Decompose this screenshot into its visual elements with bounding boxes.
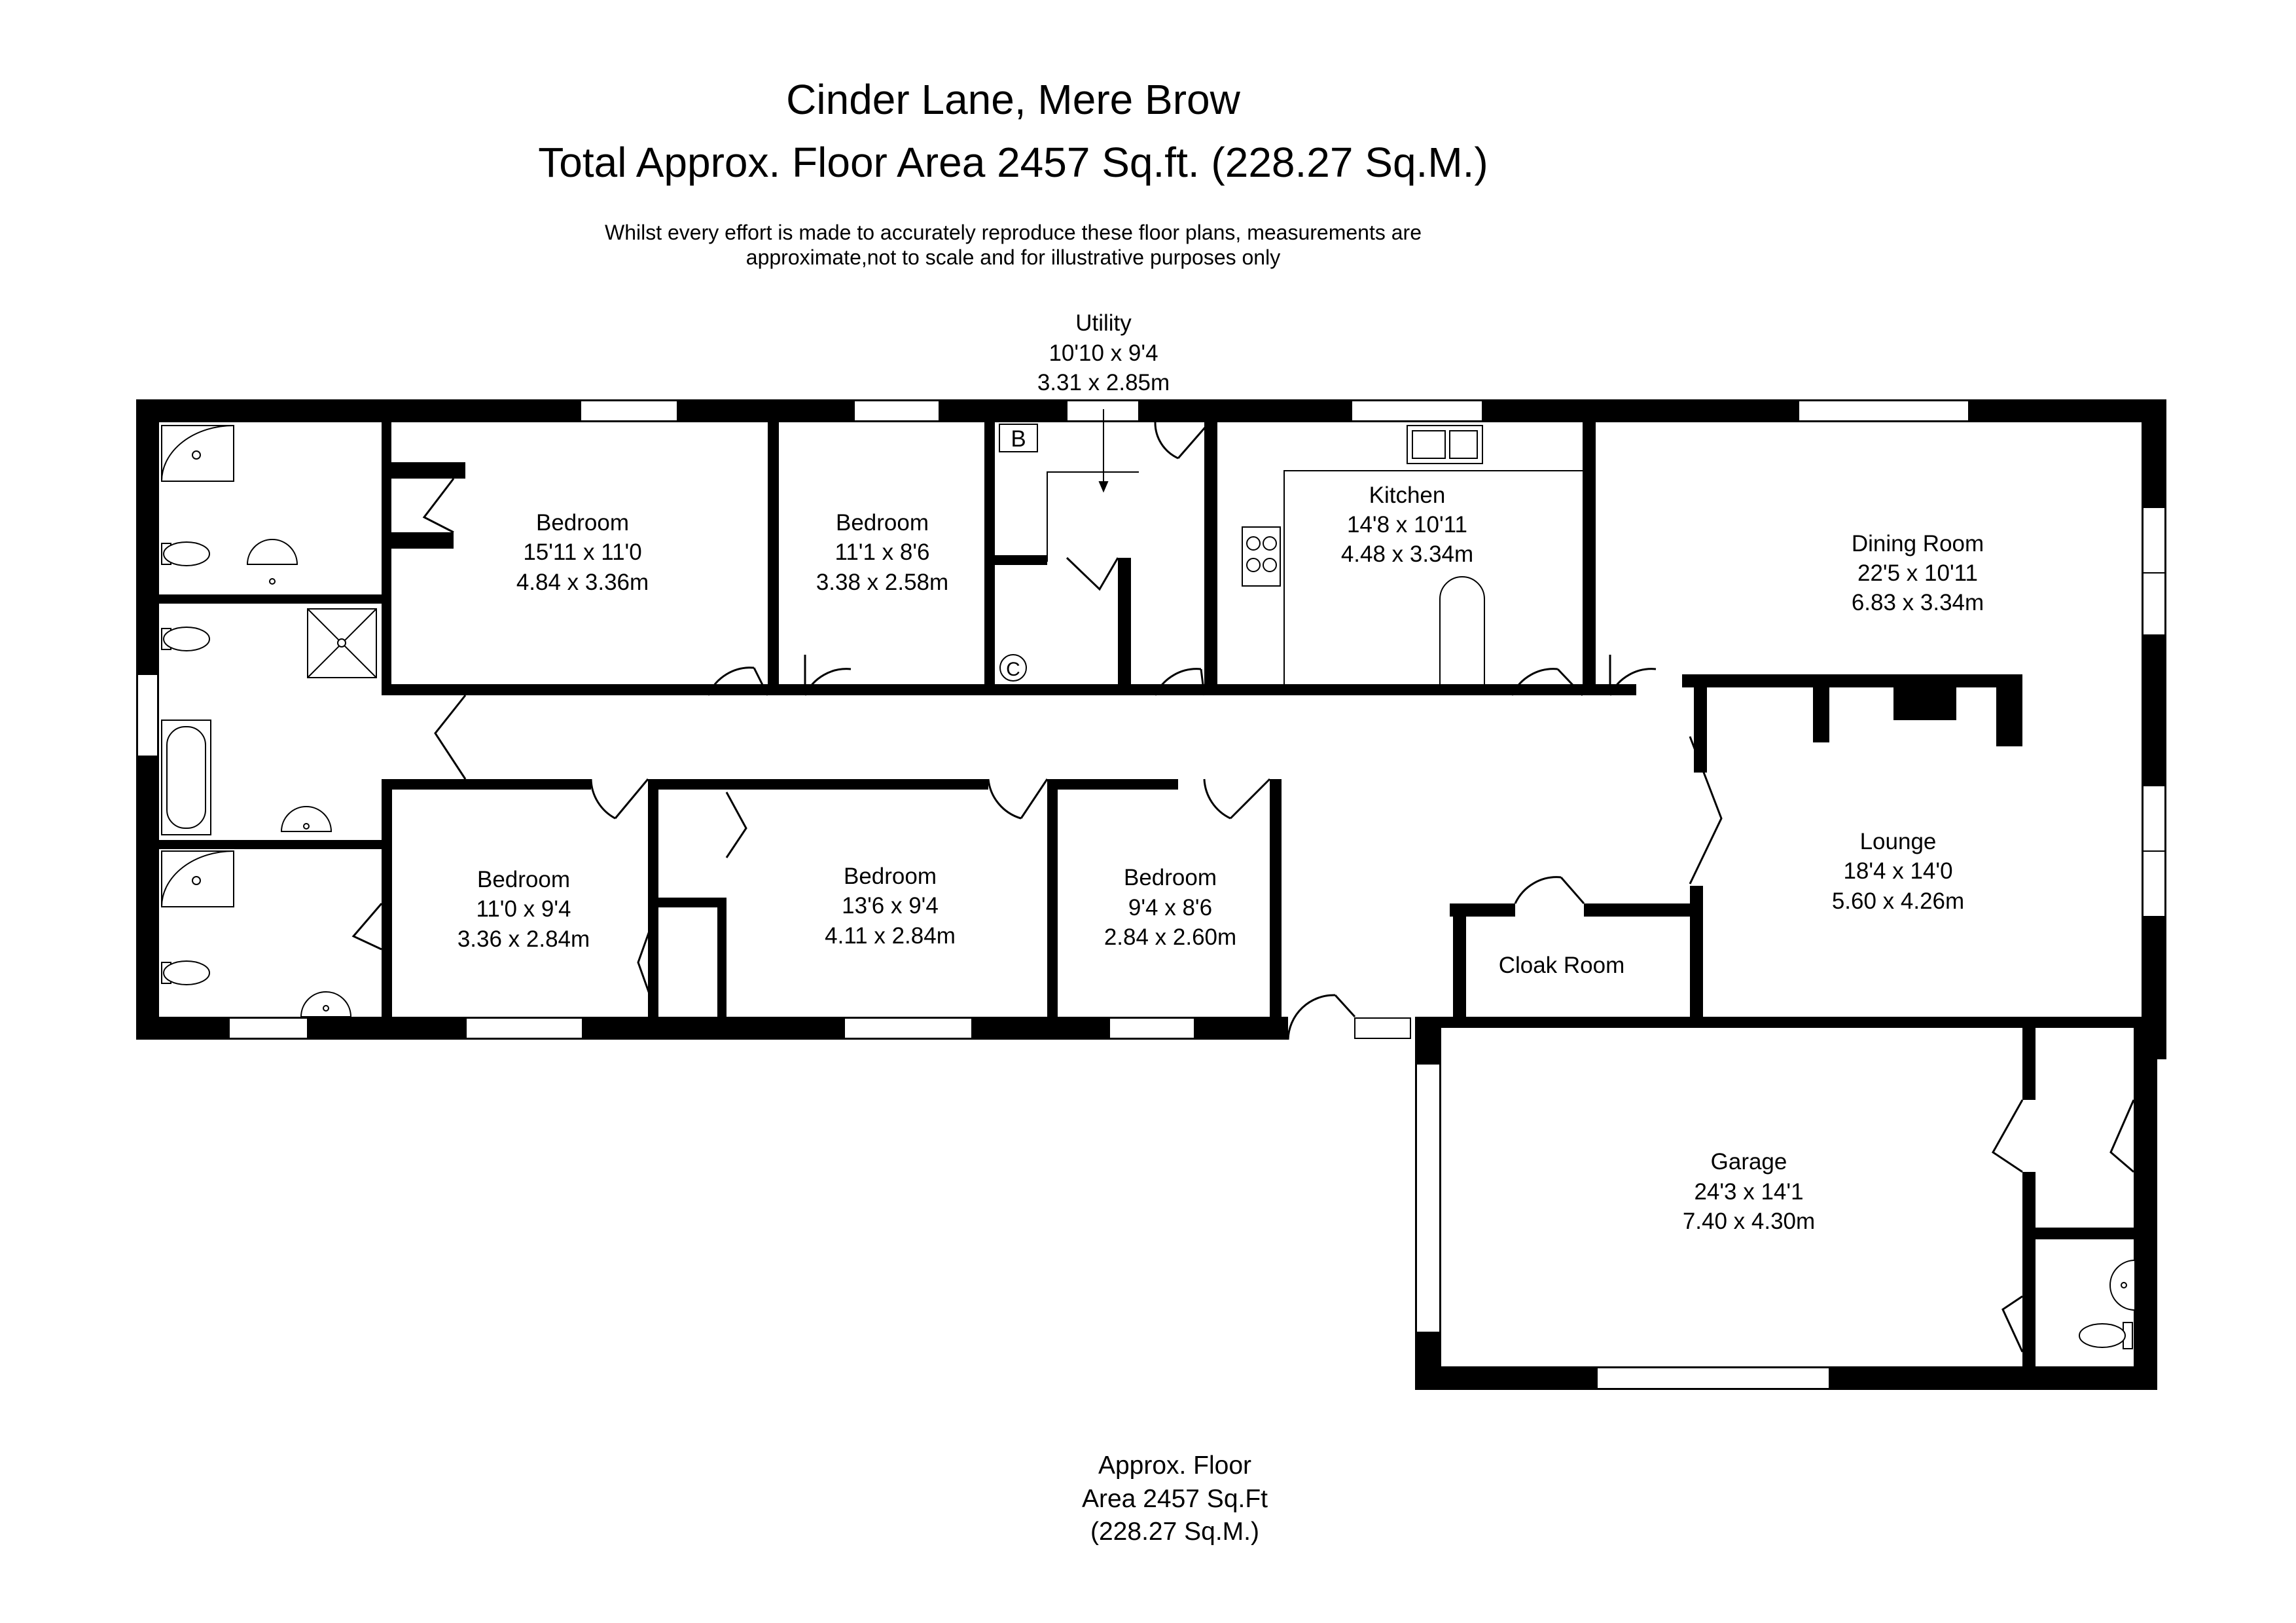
bedroom-4-metric: 4.11 x 2.84m [825,923,956,949]
fixtures [161,424,2136,1349]
shower-tray-icon [307,608,377,678]
utility-arrow [1098,409,1109,493]
footer-floor-area: Approx. Floor Area 2457 Sq.Ft (228.27 Sq… [1082,1450,1268,1549]
utility-imperial: 10'10 x 9'4 [1049,340,1158,366]
boiler-label: B [1011,426,1026,452]
footer-line-3: (228.27 Sq.M.) [1090,1518,1259,1546]
garage-metric: 7.40 x 4.30m [1683,1209,1815,1234]
toilet-icon [2079,1322,2133,1349]
lounge-imperial: 18'4 x 14'0 [1843,858,1952,884]
cupboard-marker [999,654,1027,682]
bedroom-3-imperial: 11'0 x 9'4 [476,896,571,922]
disclaimer: Whilst every effort is made to accuratel… [605,220,1422,270]
bedroom-4-name: Bedroom [844,864,937,889]
room-labels: Utility 10'10 x 9'4 3.31 x 2.85m Bedroom… [457,310,1984,1234]
shower-tray-icon [161,425,234,482]
toilet-icon [161,627,210,651]
shower-tray-icon [161,850,234,907]
kitchen-name: Kitchen [1369,483,1446,508]
walls [136,399,2166,1390]
toilet-icon [161,960,210,985]
bedroom-4-imperial: 13'6 x 9'4 [842,893,939,919]
bath-icon [161,720,211,835]
garage-imperial: 24'3 x 14'1 [1694,1179,1803,1205]
utility-metric: 3.31 x 2.85m [1037,370,1170,395]
bedroom-2-imperial: 11'1 x 8'6 [834,539,929,565]
lounge-name: Lounge [1860,829,1937,854]
bedroom-5-imperial: 9'4 x 8'6 [1128,895,1212,921]
bedroom-1-name: Bedroom [536,510,629,536]
bedroom-2-metric: 3.38 x 2.58m [816,570,948,595]
toilet-icon [161,541,210,566]
windows [137,400,2166,1389]
worktop-outlines [1047,470,1587,686]
dining-room-imperial: 22'5 x 10'11 [1857,560,1978,586]
basin-icon [300,991,352,1017]
bedroom-3-metric: 3.36 x 2.84m [457,926,590,952]
plan-title: Cinder Lane, Mere Brow [786,76,1240,123]
lounge-metric: 5.60 x 4.26m [1832,888,1964,914]
kitchen-metric: 4.48 x 3.34m [1341,541,1473,567]
hob-icon [1242,526,1281,587]
basin-icon [246,539,298,585]
bedroom-1-metric: 4.84 x 3.36m [516,570,649,595]
disclaimer-line-1: Whilst every effort is made to accuratel… [605,221,1422,244]
cupboard-label: C [1006,659,1020,680]
basin-icon [2109,1259,2136,1311]
dining-room-name: Dining Room [1852,531,1984,556]
bedroom-2-name: Bedroom [836,510,929,536]
basin-icon [280,806,332,832]
footer-line-2: Area 2457 Sq.Ft [1081,1484,1268,1513]
bedroom-5-name: Bedroom [1124,865,1217,890]
disclaimer-line-2: approximate,not to scale and for illustr… [745,246,1281,270]
cloak-room-name: Cloak Room [1499,953,1625,978]
garage-name: Garage [1711,1149,1787,1175]
boiler-marker [999,424,1038,452]
dining-room-metric: 6.83 x 3.34m [1852,590,1984,615]
footer-line-1: Approx. Floor [1098,1451,1252,1480]
doors [351,422,2135,1353]
total-floor-area: Total Approx. Floor Area 2457 Sq.ft. (22… [538,139,1488,186]
bedroom-5-metric: 2.84 x 2.60m [1104,924,1236,950]
bedroom-3-name: Bedroom [477,867,570,892]
sink-icon [1407,425,1483,464]
kitchen-imperial: 14'8 x 10'11 [1347,512,1467,538]
bedroom-1-imperial: 15'11 x 11'0 [523,539,641,565]
utility-name: Utility [1075,310,1132,336]
